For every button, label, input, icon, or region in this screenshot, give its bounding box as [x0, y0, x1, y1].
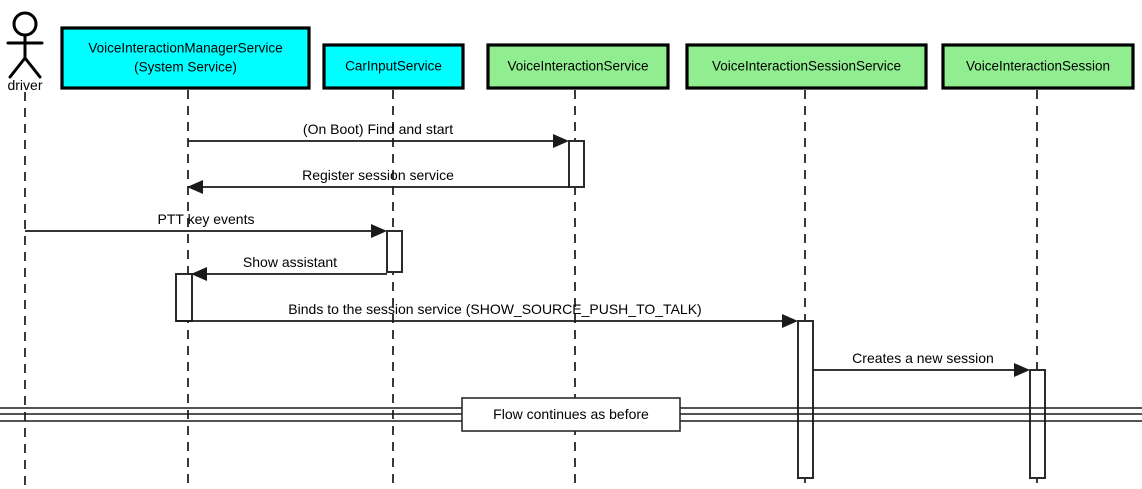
participant-viss[interactable]: VoiceInteractionSessionService	[685, 43, 928, 90]
message-creates-a-new-session[interactable]: Creates a new session	[813, 350, 1030, 377]
message-ptt-key-events[interactable]: PTT key events	[25, 211, 387, 238]
activation-bar-cis	[386, 230, 403, 273]
message-show-assistant-arrowhead-icon	[191, 267, 207, 281]
participant-vims[interactable]: VoiceInteractionManagerService (System S…	[60, 26, 311, 90]
message-show-assistant[interactable]: Show assistant	[191, 254, 387, 281]
actor-driver: driver	[6, 11, 44, 93]
participant-vims-sublabel: (System Service)	[134, 60, 237, 75]
participant-vis-box[interactable]	[486, 43, 670, 90]
participant-viss-box[interactable]	[685, 43, 928, 90]
participant-cis-box[interactable]	[322, 43, 465, 90]
messages: (On Boot) Find and start Register sessio…	[25, 121, 1030, 377]
participant-viss-label: VoiceInteractionSessionService	[712, 59, 901, 74]
participant-boxes: VoiceInteractionManagerService (System S…	[60, 26, 1135, 90]
message-binds-to-session-service[interactable]: Binds to the session service (SHOW_SOURC…	[176, 301, 798, 328]
participant-cis-label: CarInputService	[345, 59, 442, 74]
activation-bar-viss	[797, 320, 814, 479]
participant-vise-label: VoiceInteractionSession	[966, 59, 1110, 74]
message-show-assistant-label: Show assistant	[243, 254, 337, 270]
participant-cis[interactable]: CarInputService	[322, 43, 465, 90]
actor-leg-right-icon	[23, 56, 42, 79]
actor-leg-left-icon	[8, 56, 27, 79]
message-binds-to-session-service-label: Binds to the session service (SHOW_SOURC…	[288, 301, 701, 317]
actor-driver-label: driver	[7, 77, 42, 93]
participant-vis[interactable]: VoiceInteractionService	[486, 43, 670, 90]
message-on-boot-find-and-start-arrowhead-icon	[553, 134, 569, 148]
message-register-session-service-label: Register session service	[302, 167, 454, 183]
activation-bars	[175, 140, 1046, 479]
divider-box	[461, 397, 681, 432]
message-on-boot-find-and-start[interactable]: (On Boot) Find and start	[188, 121, 569, 148]
message-binds-to-session-service-arrowhead-icon	[782, 314, 798, 328]
participant-vis-label: VoiceInteractionService	[507, 59, 648, 74]
message-creates-a-new-session-label: Creates a new session	[852, 350, 994, 366]
actor-head-icon	[12, 11, 38, 37]
participant-vims-box[interactable]	[60, 26, 311, 90]
divider-label: Flow continues as before	[493, 406, 649, 422]
message-on-boot-find-and-start-label: (On Boot) Find and start	[303, 121, 453, 137]
message-ptt-key-events-arrowhead-icon	[371, 224, 387, 238]
activation-bar-vims	[175, 273, 193, 322]
participant-vims-label: VoiceInteractionManagerService	[88, 41, 282, 56]
message-creates-a-new-session-arrowhead-icon	[1014, 363, 1030, 377]
activation-bar-vise	[1029, 369, 1046, 479]
activation-bar-vis	[568, 140, 585, 188]
message-ptt-key-events-label: PTT key events	[157, 211, 254, 227]
divider-flow-continues: Flow continues as before	[0, 397, 1142, 432]
message-register-session-service[interactable]: Register session service	[187, 167, 569, 194]
participant-vise[interactable]: VoiceInteractionSession	[941, 43, 1135, 90]
participant-vise-box[interactable]	[941, 43, 1135, 90]
message-register-session-service-arrowhead-icon	[187, 180, 203, 194]
